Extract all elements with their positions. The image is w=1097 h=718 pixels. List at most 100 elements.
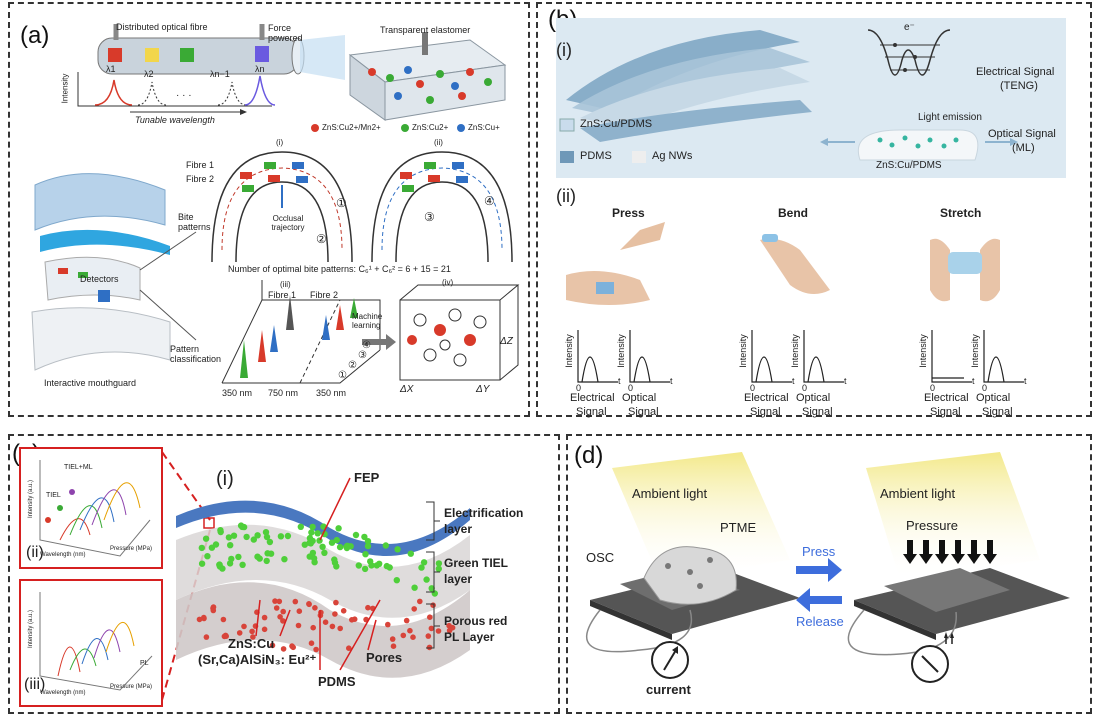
panel-b-sub-ii: (ii) [556,186,576,206]
fibre-1-label: Fibre 1 [186,160,215,170]
red-particle [249,628,255,635]
green-particle [418,564,425,571]
green-particle [243,533,250,541]
red-particle [280,646,287,652]
red-particle [250,634,256,640]
green-particle [198,544,205,552]
green-particle [263,557,270,565]
red-particle [306,601,312,608]
red-particle [280,608,287,615]
inset-ii-pressure: Pressure (MPa) [110,546,153,552]
plot-fibre-2: Fibre 2 [310,290,339,300]
lambda-1: λ1 [106,64,116,74]
green-particle [420,559,428,566]
green-particle [352,531,360,539]
pl-label: PL [140,660,149,667]
ambient-light-2: Ambient light [880,486,956,501]
green-particle [333,563,340,570]
red-particle [272,598,278,604]
green-particle [202,535,210,542]
green-particle [393,577,400,584]
hand-bend [760,234,830,294]
pressure-label: Pressure [906,518,959,533]
circled-2a: ② [316,232,327,246]
ml-blob [820,129,1018,161]
sub-label-ii: (ii) [434,138,443,147]
signal-word-1-1: Signal [802,406,833,418]
circled-4c: ④ [362,340,371,351]
green-particle [309,549,317,557]
detectors-label: Detectors [80,274,119,284]
red-particle [417,598,423,605]
signal-peak-0-0 [581,356,599,383]
red-particle [261,626,268,633]
optimal-patterns-count: Number of optimal bite patterns: C₆¹ + C… [228,264,451,274]
pdms-label: PDMS [318,674,356,689]
device-right [847,568,1070,683]
green-particle [212,541,220,548]
red-particle [313,646,319,653]
signal-peak-2-1 [987,356,1005,383]
force-label: Force [268,23,292,33]
optical-fibre [97,24,345,80]
srca-label: (Sr,Ca)AlSiN₃: Eu²⁺ [198,652,317,667]
circled-3c: ③ [358,350,367,361]
signal-axes-1-1 [803,330,844,383]
pressure-arrow-shaft [955,540,961,554]
signal-t-0-0: t [618,376,621,386]
fibre-title: Distributed optical fibre [116,22,208,32]
pressure-arrow-head [951,554,965,564]
hand-stretch [930,238,1000,302]
red-particle [289,643,295,649]
press-release-arrows [796,558,842,612]
signal-axes-2-1 [983,330,1024,383]
green-particle [319,543,326,550]
green-particle [254,553,261,560]
red-particles [196,598,456,653]
zns-pdms-legend: ZnS:Cu/PDMS [580,118,653,130]
device-left [586,546,800,679]
signal-t-2-1: t [1024,376,1027,386]
potential-well [867,29,951,76]
red-particle [273,605,280,611]
panel-d-label: (d) [574,442,604,469]
panel-b-sub-i: (i) [556,40,572,60]
red-particle [236,630,243,636]
delta-y: ΔY [476,384,490,395]
panel-a [8,2,530,417]
occlusal-trajectory: Occlusal trajectory [271,214,305,232]
legend-item-1: ZnS:Cu2+/Mn2+ [322,123,381,132]
signal-peak-1-0 [755,356,773,383]
spectrum-dots: · · · [176,90,192,101]
panel-a-label: (a) [20,22,50,49]
signal-zero-0-1: 0 [628,383,634,393]
green-particle [364,542,372,550]
signal-type-0-1: Optical [622,392,657,404]
bracket-pl [426,603,440,649]
signal-type-0-0: Electrical [570,392,615,404]
red-particle [428,625,435,632]
green-particle [314,530,321,537]
red-particle [446,622,452,629]
signal-type-2-0: Electrical [924,392,969,404]
signal-plots [577,330,1024,383]
red-particle [385,621,391,628]
red-particle [400,632,407,639]
signal-axes-0-1 [629,330,670,383]
panel-d [566,434,1092,714]
red-particle [403,617,410,624]
interactive-mouthguard: Interactive mouthguard [44,378,137,388]
green-particle [264,550,271,557]
green-particle [216,561,223,568]
spectra-iii [39,592,153,691]
signal-word-0-1: Signal [628,406,659,418]
green-particle [301,541,308,548]
ml-label: (ML) [1012,142,1035,154]
fep-label: FEP [354,470,380,485]
optical-signal-label: Optical Signal [988,128,1056,140]
pdms-legend: PDMS [580,150,612,162]
green-particle [435,565,442,572]
red-particle [312,605,318,611]
